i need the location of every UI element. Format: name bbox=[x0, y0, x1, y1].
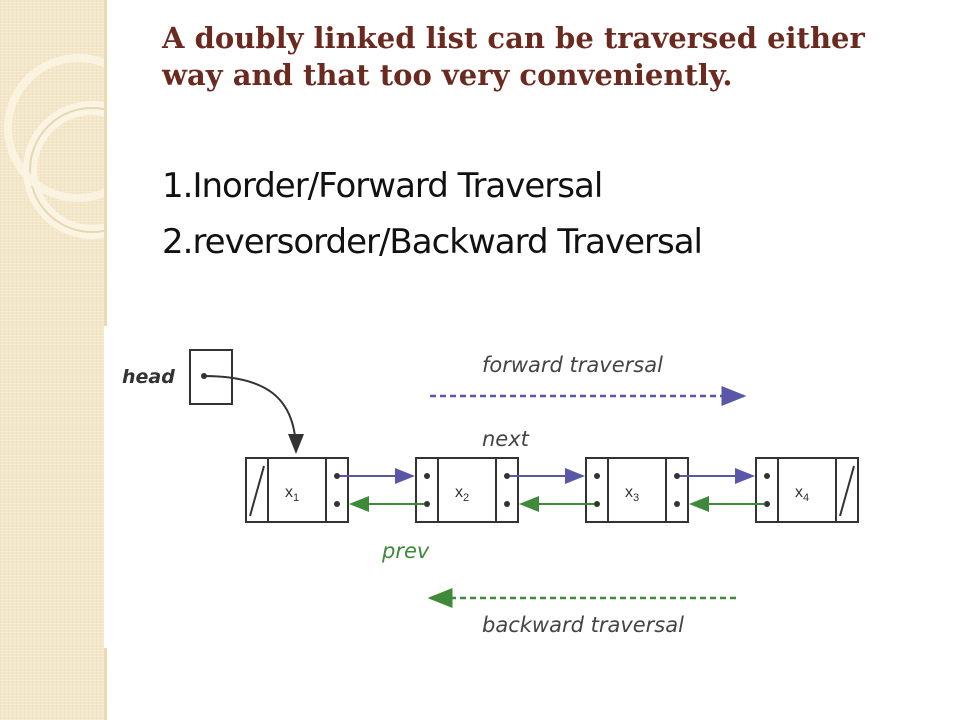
node-3-value: x bbox=[625, 484, 633, 501]
slide-heading: A doubly linked list can be traversed ei… bbox=[162, 21, 865, 92]
next-label: next bbox=[482, 427, 530, 451]
bullet-backward-traversal: 2.reversorder/Backward Traversal bbox=[162, 222, 703, 262]
node-3: x3 bbox=[585, 457, 689, 523]
doubly-linked-list-diagram: head forward traversal next x1 x2 bbox=[104, 326, 864, 648]
head-pointer-arrow bbox=[203, 375, 304, 454]
svg-text:x2: x2 bbox=[455, 484, 469, 504]
node-1-value: x bbox=[285, 484, 293, 501]
prev-label: prev bbox=[381, 539, 430, 563]
bullet-forward-traversal: 1.Inorder/Forward Traversal bbox=[162, 166, 603, 206]
node-2: x2 bbox=[415, 457, 519, 523]
head-label: head bbox=[122, 366, 175, 388]
node-2-value: x bbox=[455, 484, 463, 501]
node-1: x1 bbox=[245, 457, 349, 523]
backward-traversal-label: backward traversal bbox=[482, 613, 684, 637]
node-4-value: x bbox=[795, 484, 803, 501]
node-4: x4 bbox=[755, 457, 859, 523]
svg-text:x3: x3 bbox=[625, 484, 639, 504]
decorative-side-strip bbox=[0, 0, 107, 720]
svg-text:x4: x4 bbox=[795, 484, 809, 504]
diagram-svg: head forward traversal next x1 x2 bbox=[122, 349, 859, 637]
forward-traversal-label: forward traversal bbox=[482, 353, 663, 377]
decorative-circles bbox=[4, 54, 104, 239]
svg-text:x1: x1 bbox=[285, 484, 299, 504]
